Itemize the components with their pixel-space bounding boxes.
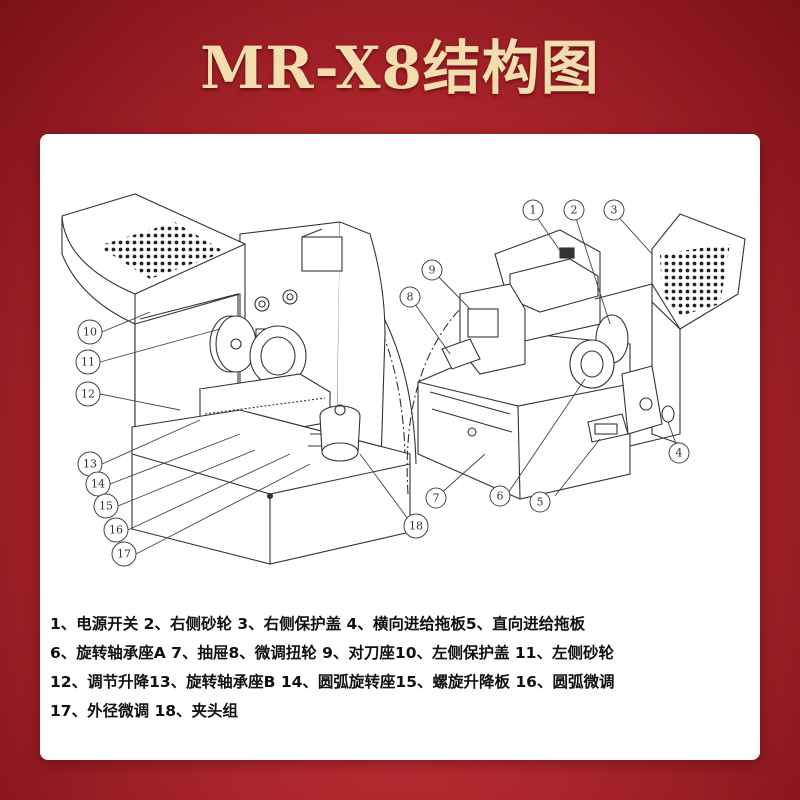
callout-5: 5: [529, 491, 551, 513]
structure-diagram: 10 11 12 13 14: [40, 134, 760, 604]
callout-2: 2: [563, 199, 585, 221]
diagram-card: 10 11 12 13 14: [40, 134, 760, 760]
svg-text:10: 10: [83, 326, 97, 339]
svg-text:17: 17: [117, 548, 131, 561]
parts-legend: 1、电源开关 2、右侧砂轮 3、右侧保护盖 4、横向进给拖板5、直向进给拖板 6…: [50, 610, 755, 726]
legend-line-4: 17、外径微调 18、夹头组: [50, 702, 239, 720]
svg-text:4: 4: [676, 447, 683, 460]
callouts-left: 10 11 12 13 14: [75, 319, 429, 567]
callout-13: 13: [77, 451, 103, 477]
legend-line-2: 6、旋转轴承座A 7、抽屉8、微调扭轮 9、对刀座10、左侧保护盖 11、左侧砂…: [50, 644, 614, 662]
svg-text:15: 15: [99, 500, 113, 513]
callout-1: 1: [522, 199, 544, 221]
machine-drawing-svg: 10 11 12 13 14: [61, 193, 746, 567]
svg-text:13: 13: [83, 458, 97, 471]
svg-text:7: 7: [433, 492, 440, 505]
svg-text:11: 11: [81, 356, 95, 369]
svg-text:5: 5: [537, 496, 544, 509]
callout-9: 9: [421, 259, 443, 281]
callout-4: 4: [668, 442, 690, 464]
callout-7: 7: [425, 487, 447, 509]
callout-3: 3: [603, 199, 625, 221]
svg-text:8: 8: [407, 291, 414, 304]
callout-12: 12: [75, 381, 101, 407]
callout-16: 16: [103, 517, 129, 543]
svg-text:2: 2: [571, 204, 578, 217]
page-title: MR-X8结构图: [200, 34, 600, 102]
callouts-right: 1 2 3 4 5: [399, 199, 690, 513]
svg-text:6: 6: [497, 490, 504, 503]
right-machine-drawing: [406, 213, 746, 500]
callout-8: 8: [399, 286, 421, 308]
svg-text:14: 14: [91, 478, 105, 491]
callout-18: 18: [403, 513, 429, 539]
callout-14: 14: [85, 471, 111, 497]
svg-text:16: 16: [109, 524, 123, 537]
legend-line-3: 12、调节升降13、旋转轴承座B 14、圆弧旋转座15、螺旋升降板 16、圆弧微…: [50, 673, 615, 691]
callout-11: 11: [75, 349, 101, 375]
callout-10: 10: [77, 319, 103, 345]
callout-leader-lines: [99, 211, 680, 555]
svg-text:3: 3: [611, 204, 618, 217]
svg-text:1: 1: [530, 204, 537, 217]
callout-15: 15: [93, 493, 119, 519]
svg-text:18: 18: [409, 520, 423, 533]
left-machine-drawing: [61, 193, 417, 565]
svg-text:9: 9: [429, 264, 436, 277]
callout-17: 17: [111, 541, 137, 567]
callout-6: 6: [489, 485, 511, 507]
svg-text:12: 12: [81, 388, 95, 401]
legend-line-1: 1、电源开关 2、右侧砂轮 3、右侧保护盖 4、横向进给拖板5、直向进给拖板: [50, 615, 586, 633]
